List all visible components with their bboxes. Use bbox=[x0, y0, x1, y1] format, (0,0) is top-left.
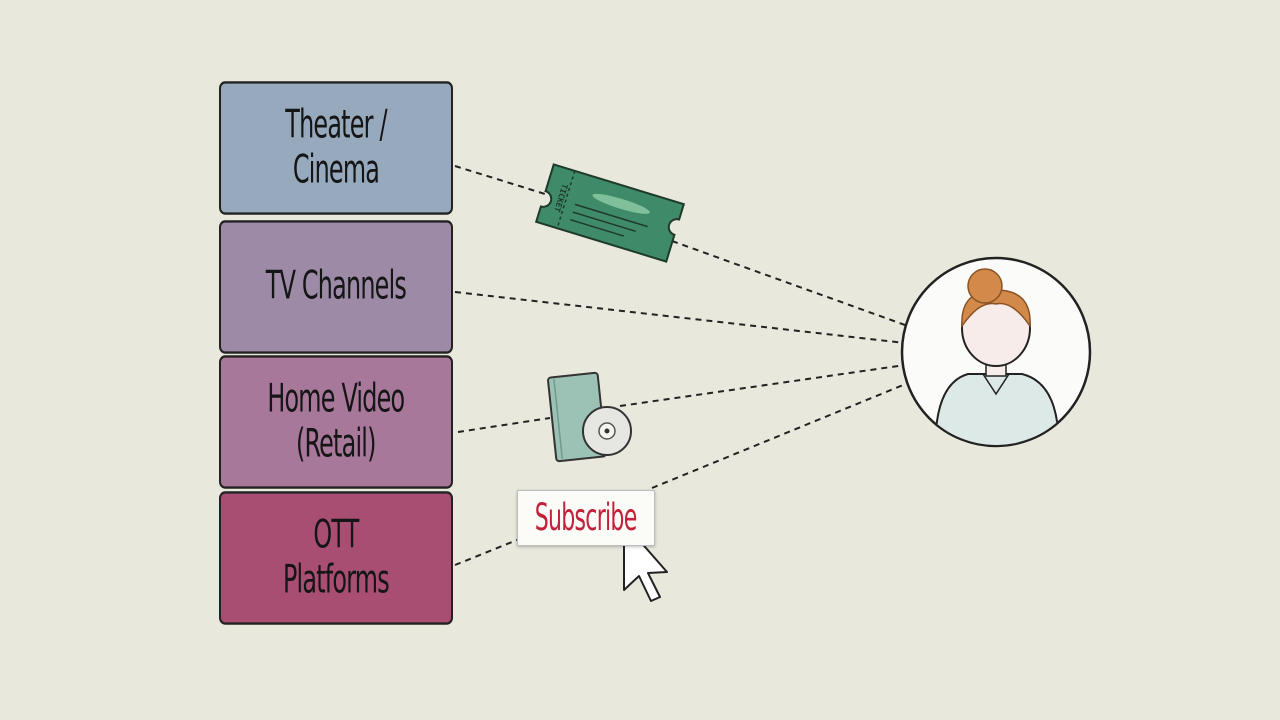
channel-box-home-video: Home Video (Retail) bbox=[219, 355, 453, 489]
connector-theater-2 bbox=[671, 240, 906, 326]
channel-label-ott: OTT Platforms bbox=[283, 511, 390, 603]
channel-box-ott: OTT Platforms bbox=[219, 491, 453, 625]
channel-box-tv: TV Channels bbox=[219, 220, 453, 354]
person-avatar-icon bbox=[900, 256, 1092, 448]
connector-ott bbox=[454, 539, 518, 566]
channel-label-tv: TV Channels bbox=[265, 263, 407, 310]
channel-label-home-video: Home Video (Retail) bbox=[267, 375, 405, 467]
connector-ott-2 bbox=[651, 382, 909, 489]
ticket-icon: TICKET bbox=[534, 163, 686, 263]
connector-tv bbox=[454, 291, 906, 344]
disc-icon bbox=[582, 406, 632, 456]
subscribe-button[interactable]: Subscribe bbox=[517, 490, 655, 546]
connector-theater bbox=[454, 165, 546, 195]
channel-label-theater: Theater / Cinema bbox=[285, 101, 387, 193]
subscribe-label: Subscribe bbox=[535, 496, 637, 540]
connector-home bbox=[457, 417, 551, 433]
connector-home-2 bbox=[619, 364, 906, 407]
channel-box-theater: Theater / Cinema bbox=[219, 81, 453, 215]
